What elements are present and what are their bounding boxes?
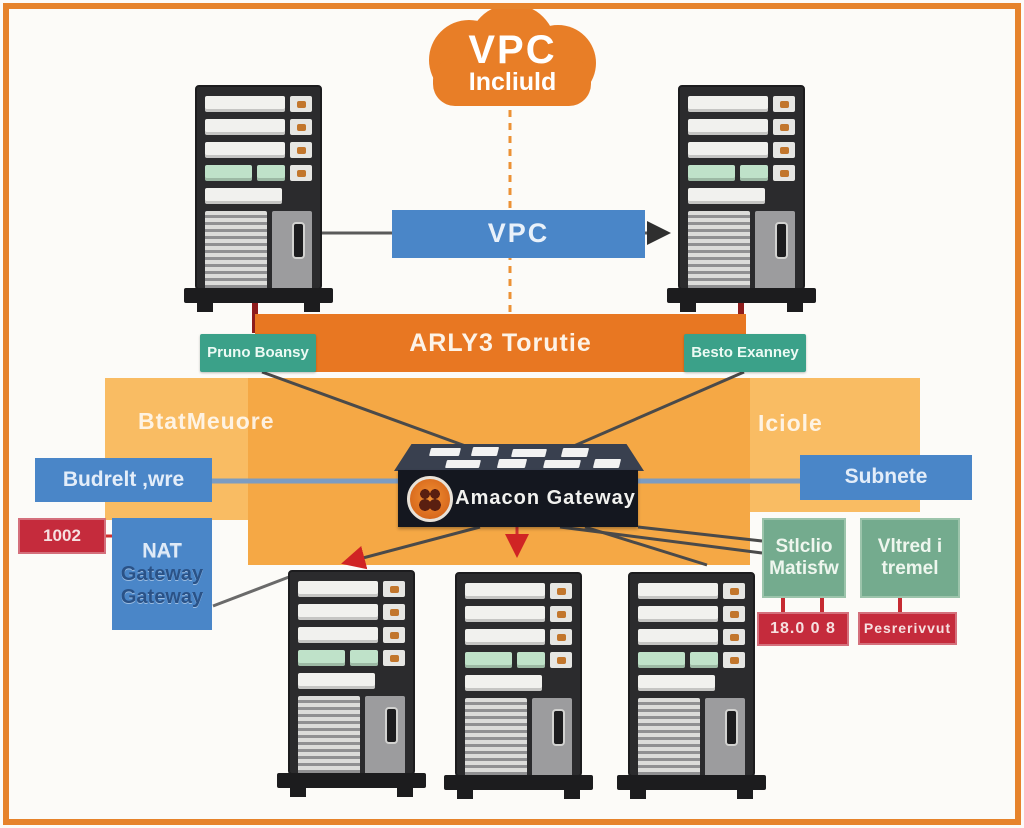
drive-button-icon — [550, 629, 572, 645]
drive-button-icon — [723, 606, 745, 622]
drive-button-icon — [383, 581, 405, 597]
nat-line-3: Gateway — [120, 585, 204, 608]
server-side-panel — [532, 698, 572, 790]
gateway-switch-top — [394, 444, 644, 471]
drive-button-icon — [550, 606, 572, 622]
server-bottom-right — [617, 572, 766, 804]
drive-button-icon — [723, 629, 745, 645]
vpc-link-label: VPC — [487, 218, 550, 249]
drive-button-icon — [383, 627, 405, 643]
right-subnet-box: Subnete — [800, 455, 972, 500]
nat-gateway-box: NAT Gateway Gateway — [112, 518, 212, 630]
vpc-cloud-icon: VPC Incliuld — [405, 6, 620, 108]
public-gateway-label: Besto Exanney — [691, 344, 799, 362]
static-box-line2: Matisfw — [769, 558, 839, 579]
drive-button-icon — [773, 119, 795, 135]
edge-nat-to-server3 — [212, 575, 290, 608]
internet-box-line2: tremel — [881, 558, 939, 579]
router-bar: ARLY3 Torutie — [255, 314, 746, 372]
reserved-badge: Pesrerivvut — [858, 612, 957, 645]
public-gateway-tag: Besto Exanney — [684, 334, 806, 372]
server-base — [184, 288, 333, 303]
server-vents-icon — [465, 698, 527, 790]
drive-button-icon — [383, 650, 405, 666]
ip-badge-right: 18.0 0 8 — [757, 612, 849, 646]
cloud-subtitle: Incliuld — [468, 68, 557, 96]
server-side-panel — [705, 698, 745, 790]
drive-button-icon — [290, 165, 312, 181]
server-vents-icon — [298, 696, 360, 788]
server-vents-icon — [638, 698, 700, 790]
drive-button-icon — [290, 119, 312, 135]
ip-badge-left-label: 1002 — [43, 526, 81, 546]
internet-box: Vltred i tremel — [860, 518, 960, 598]
drive-button-icon — [773, 165, 795, 181]
server-base — [277, 773, 426, 788]
gateway-logo-icon — [407, 475, 453, 522]
drive-button-icon — [383, 604, 405, 620]
left-zone-label: BtatMeuore — [138, 408, 275, 434]
internet-box-line1: Vltred i — [877, 536, 943, 558]
left-subnet-box: Budrelt ,wre — [35, 458, 212, 502]
server-chassis — [288, 570, 415, 788]
drive-button-icon — [773, 142, 795, 158]
drive-button-icon — [550, 652, 572, 668]
reserved-badge-label: Pesrerivvut — [863, 620, 952, 637]
server-side-panel — [365, 696, 405, 788]
private-gateway-tag: Pruno Boansy — [200, 334, 316, 372]
server-vents-icon — [688, 211, 750, 303]
right-zone-label: Iciole — [758, 410, 823, 436]
drive-button-icon — [723, 652, 745, 668]
server-chassis — [628, 572, 755, 790]
server-vents-icon — [205, 211, 267, 303]
vpc-link-bar: VPC — [392, 210, 645, 258]
ip-badge-left: 1002 — [18, 518, 106, 554]
server-bottom-left — [277, 570, 426, 802]
server-top-right — [667, 85, 816, 317]
server-bottom-middle — [444, 572, 593, 804]
server-chassis — [195, 85, 322, 303]
right-subnet-label: Subnete — [844, 465, 928, 489]
server-base — [667, 288, 816, 303]
nat-line-1: NAT — [142, 539, 182, 562]
server-base — [444, 775, 593, 790]
gateway-switch-icon: Amacon Gateway — [398, 470, 638, 527]
ip-badge-right-label: 18.0 0 8 — [770, 619, 836, 637]
drive-button-icon — [550, 583, 572, 599]
server-chassis — [678, 85, 805, 303]
nat-line-2: Gateway — [120, 562, 204, 585]
private-gateway-label: Pruno Boansy — [207, 344, 309, 362]
drive-button-icon — [773, 96, 795, 112]
left-subnet-label: Budrelt ,wre — [62, 467, 185, 491]
server-side-panel — [272, 211, 312, 303]
gateway-switch-label: Amacon Gateway — [455, 487, 636, 509]
server-chassis — [455, 572, 582, 790]
static-box-line1: Stlclio — [775, 536, 833, 558]
server-top-left — [184, 85, 333, 317]
cloud-title: VPC — [468, 28, 557, 72]
drive-button-icon — [290, 96, 312, 112]
server-base — [617, 775, 766, 790]
router-bar-label: ARLY3 Torutie — [409, 328, 592, 357]
drive-button-icon — [723, 583, 745, 599]
static-box: Stlclio Matisfw — [762, 518, 846, 598]
server-side-panel — [755, 211, 795, 303]
drive-button-icon — [290, 142, 312, 158]
